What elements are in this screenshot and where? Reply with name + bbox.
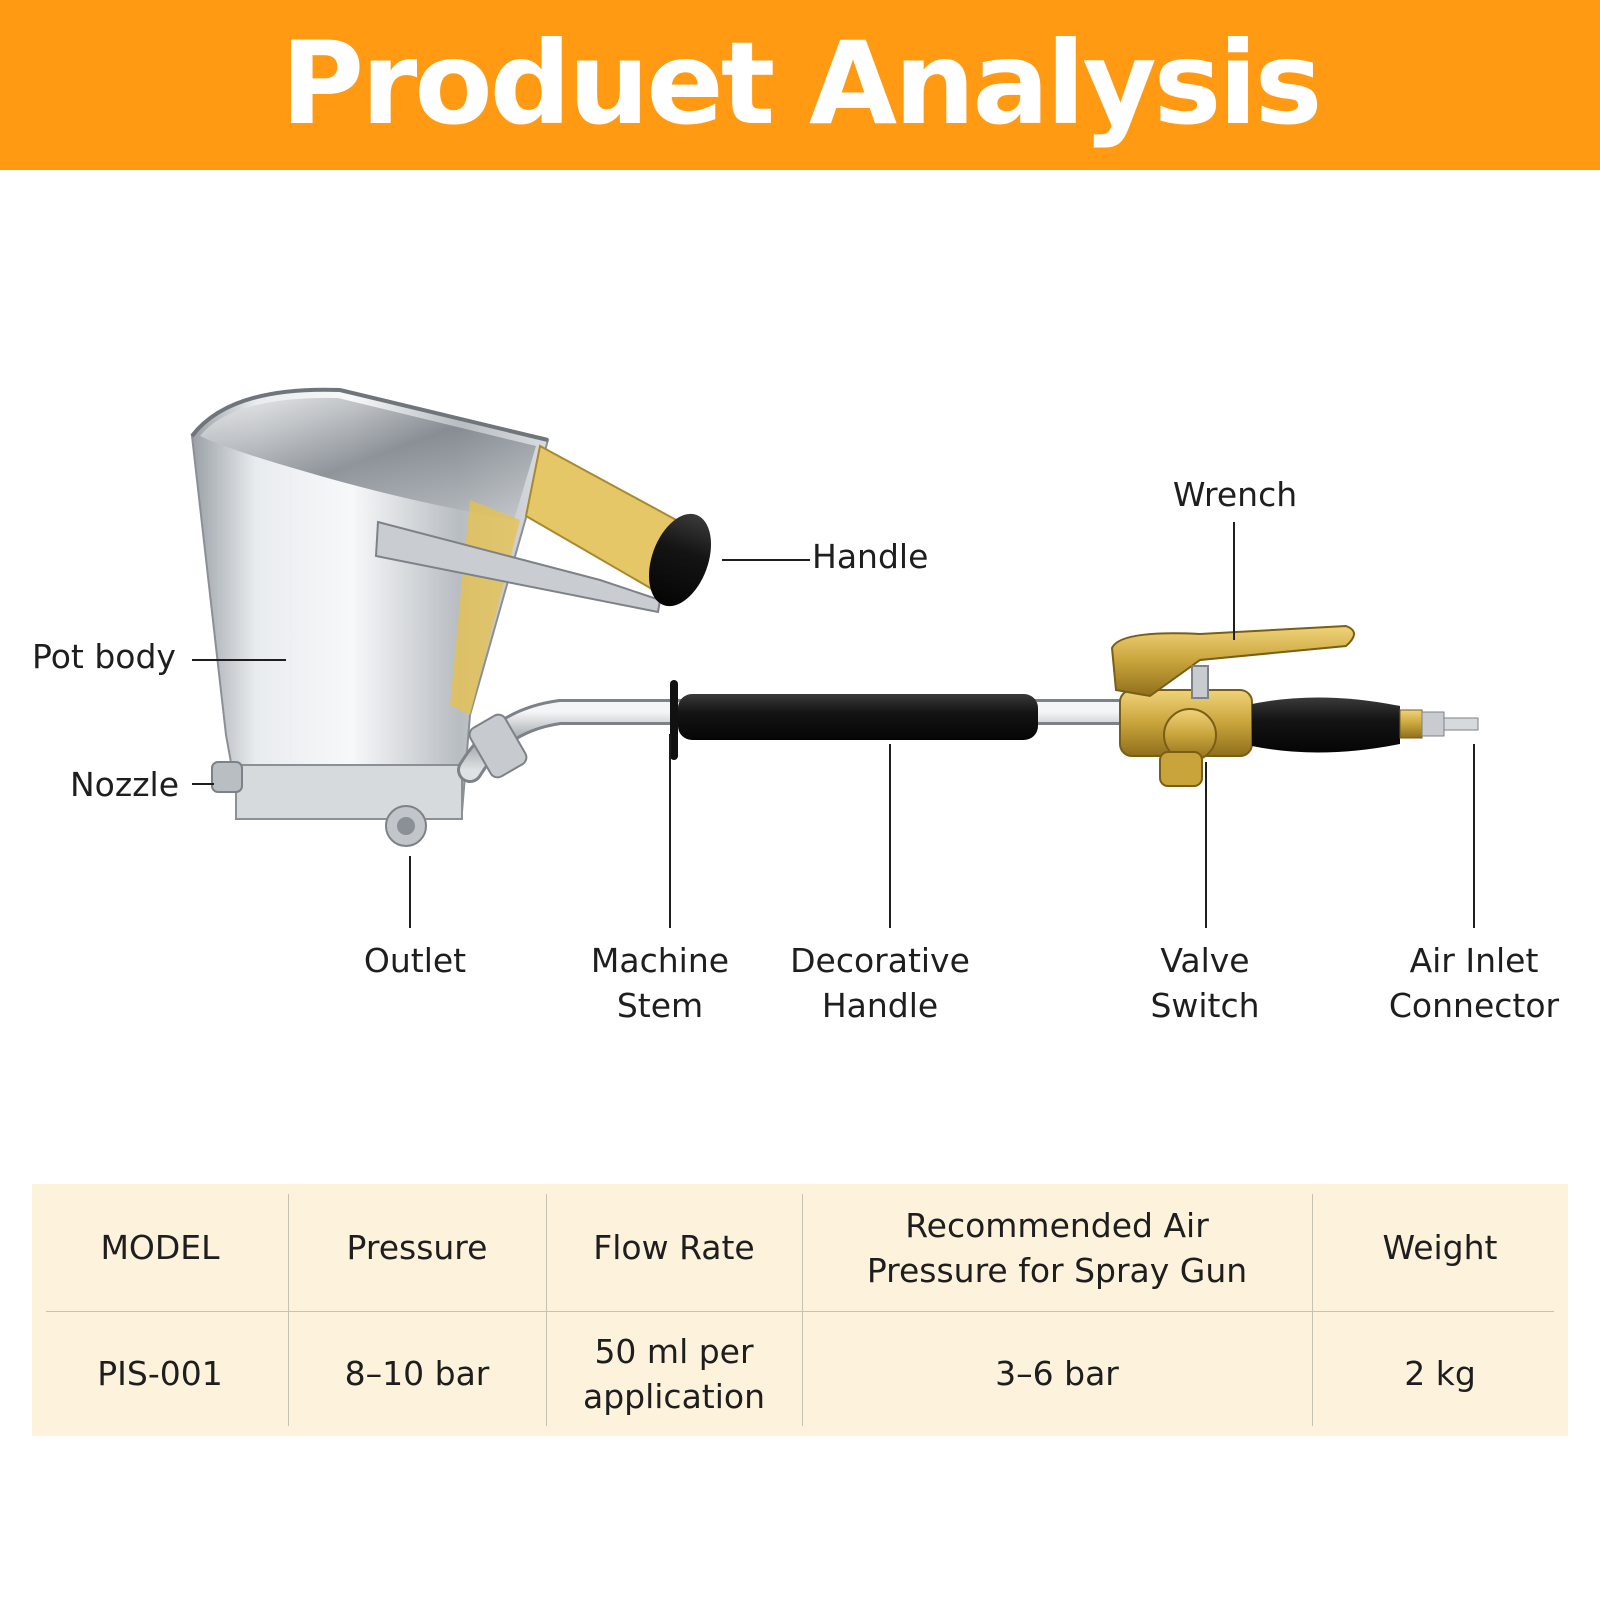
label-handle: Handle [812, 537, 929, 576]
table-cell-recommended-air: 3–6 bar [995, 1354, 1119, 1393]
table-cell-model: PIS-001 [97, 1354, 223, 1393]
table-header-recommended-air-line1: Recommended Air [905, 1205, 1209, 1245]
table-header-weight: Weight [1382, 1228, 1498, 1267]
pot-body-illustration [190, 387, 550, 813]
label-air-inlet-line1: Air Inlet [1409, 941, 1539, 980]
table-header-recommended-air: Recommended Air Pressure for Spray Gun [802, 1184, 1312, 1311]
label-valve-switch: Valve Switch [1110, 938, 1300, 1028]
label-outlet: Outlet [363, 941, 467, 980]
table-cell-flow-rate-line1: 50 ml per [594, 1331, 754, 1371]
label-decorative-handle: Decorative Handle [770, 938, 990, 1028]
decorative-handle-illustration [670, 680, 1038, 760]
label-air-inlet-line2: Connector [1388, 986, 1560, 1025]
table-col-divider-1 [288, 1194, 289, 1426]
label-decorative-handle-line2: Handle [821, 986, 939, 1025]
table-cell-pressure: 8–10 bar [344, 1354, 490, 1393]
table-cell-flow-rate-line2: application [582, 1376, 766, 1416]
label-machine-stem-line1: Machine [590, 941, 730, 980]
label-wrench: Wrench [1172, 475, 1298, 514]
spec-table: MODEL Pressure Flow Rate Recommended Air… [32, 1184, 1568, 1436]
carry-handle-illustration [374, 444, 712, 614]
label-machine-stem: Machine Stem [560, 938, 760, 1028]
table-cell-weight: 2 kg [1404, 1354, 1476, 1393]
label-air-inlet-connector: Air Inlet Connector [1364, 938, 1584, 1028]
table-header-model: MODEL [100, 1228, 220, 1267]
valve-assembly-illustration [1110, 624, 1479, 787]
table-header-pressure: Pressure [346, 1228, 488, 1267]
label-decorative-handle-line1: Decorative [790, 941, 970, 980]
table-col-divider-3 [802, 1194, 803, 1426]
label-machine-stem-line2: Stem [616, 986, 704, 1025]
table-header-flow-rate: Flow Rate [593, 1228, 755, 1267]
page-title: Produet Analysis [280, 17, 1323, 150]
label-nozzle: Nozzle [70, 765, 179, 804]
table-col-divider-4 [1312, 1194, 1313, 1426]
machine-stem-illustration [457, 699, 1133, 783]
table-cell-flow-rate: 50 ml per application [546, 1311, 802, 1436]
label-pot-body: Pot body [32, 637, 176, 676]
table-row-divider [46, 1311, 1554, 1312]
table-col-divider-2 [546, 1194, 547, 1426]
base-block-illustration [211, 761, 463, 847]
table-header-recommended-air-line2: Pressure for Spray Gun [866, 1250, 1248, 1290]
header-banner: Produet Analysis [0, 0, 1600, 170]
leader-lines [192, 522, 1475, 928]
label-valve-switch-line1: Valve [1160, 941, 1250, 980]
label-valve-switch-line2: Switch [1150, 986, 1260, 1025]
